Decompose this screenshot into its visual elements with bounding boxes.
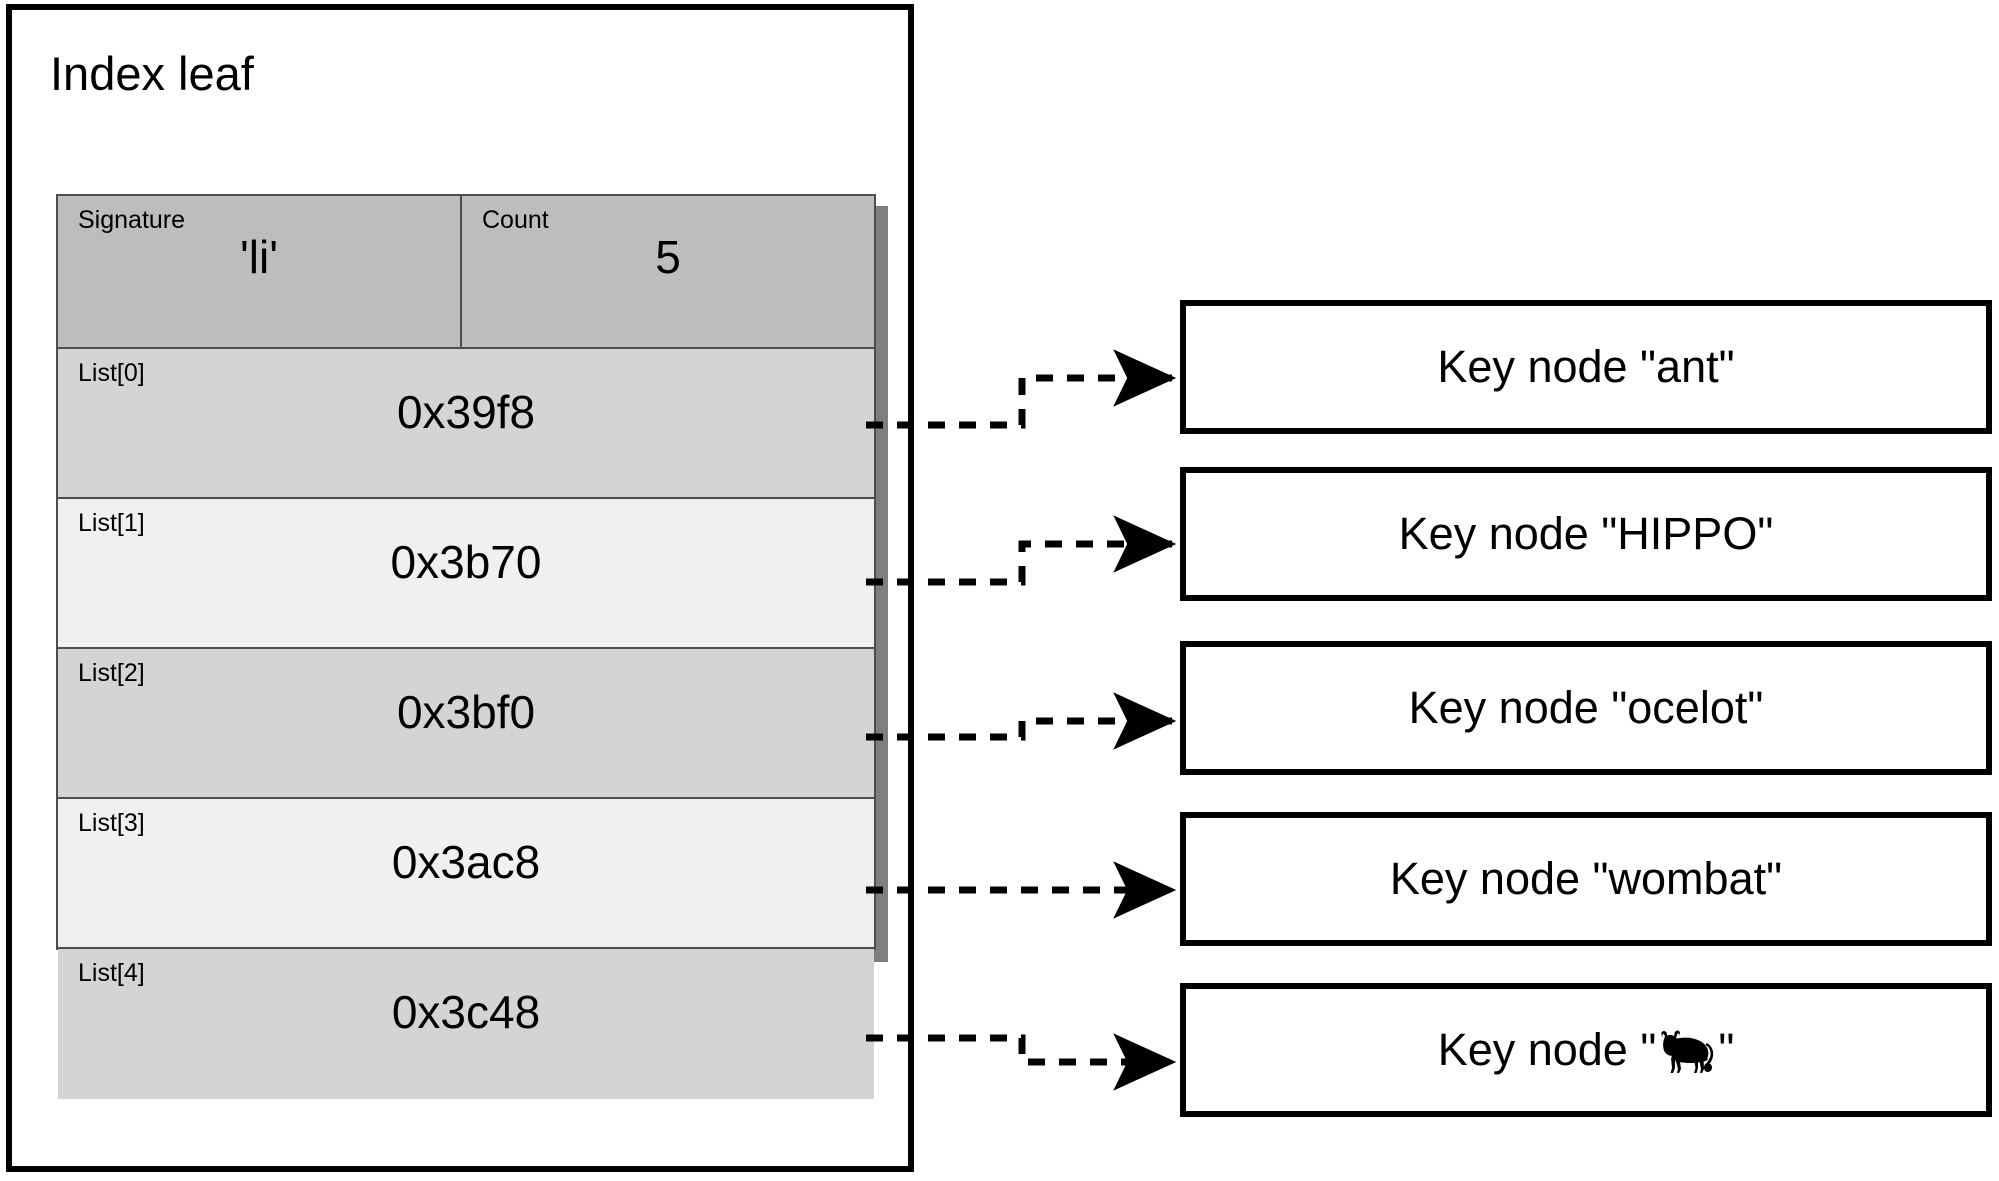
index-leaf-container: Index leaf Signature 'li' Count 5 List[0… <box>6 4 914 1172</box>
key-node-suffix: " <box>1747 682 1764 733</box>
key-node-suffix: " <box>1718 1024 1735 1075</box>
key-node-hippo-label: Key node "HIPPO" <box>1399 508 1774 560</box>
page-title: Index leaf <box>50 47 254 100</box>
key-node-key: wombat <box>1608 853 1767 904</box>
table-row-header: Signature 'li' Count 5 <box>58 196 874 349</box>
field-count-value: 5 <box>655 231 681 283</box>
key-node-ant[interactable]: Key node "ant" <box>1180 300 1992 434</box>
key-node-suffix: " <box>1757 508 1774 559</box>
key-node-prefix: Key node " <box>1408 682 1628 733</box>
key-node-key: ant <box>1656 341 1719 392</box>
table-row-list-3: List[3] 0x3ac8 <box>58 799 874 949</box>
key-node-prefix: Key node " <box>1437 1024 1657 1075</box>
list-0-label: List[0] <box>78 359 145 387</box>
key-node-prefix: Key node " <box>1398 508 1618 559</box>
key-node-key: HIPPO <box>1617 508 1758 559</box>
key-node-ant-label: Key node "ant" <box>1437 341 1734 393</box>
key-node-ocelot[interactable]: Key node "ocelot" <box>1180 641 1992 775</box>
key-node-prefix: Key node " <box>1437 341 1657 392</box>
key-node-suffix: " <box>1718 341 1735 392</box>
struct-table: Signature 'li' Count 5 List[0] 0x39f8 Li… <box>56 194 876 1099</box>
list-1-label: List[1] <box>78 509 145 537</box>
field-signature-label: Signature <box>78 206 186 234</box>
list-2-value: 0x3bf0 <box>396 686 536 738</box>
field-signature: Signature 'li' <box>58 196 462 347</box>
key-node-hippo[interactable]: Key node "HIPPO" <box>1180 467 1992 601</box>
list-4-value: 0x3c48 <box>391 986 541 1038</box>
key-node-wombat-label: Key node "wombat" <box>1390 853 1782 905</box>
key-node-prefix: Key node " <box>1389 853 1609 904</box>
key-node-key: ocelot <box>1627 682 1748 733</box>
list-3-label: List[3] <box>78 809 145 837</box>
key-node-suffix: " <box>1766 853 1783 904</box>
key-node-wombat[interactable]: Key node "wombat" <box>1180 812 1992 946</box>
ox-icon <box>1656 1027 1718 1073</box>
table-row-list-0: List[0] 0x39f8 <box>58 349 874 499</box>
key-node-ox[interactable]: Key node " <box>1180 983 1992 1117</box>
field-signature-value: 'li' <box>239 231 278 283</box>
list-2-label: List[2] <box>78 659 145 687</box>
field-count: Count 5 <box>462 196 874 347</box>
list-3-value: 0x3ac8 <box>391 836 541 888</box>
list-0-value: 0x39f8 <box>396 386 536 438</box>
key-node-ox-label: Key node " <box>1438 1024 1735 1076</box>
field-count-label: Count <box>482 206 549 234</box>
key-node-ocelot-label: Key node "ocelot" <box>1409 682 1764 734</box>
table-row-list-2: List[2] 0x3bf0 <box>58 649 874 799</box>
list-1-value: 0x3b70 <box>390 536 542 588</box>
table-row-list-4: List[4] 0x3c48 <box>58 949 874 1099</box>
table-row-list-1: List[1] 0x3b70 <box>58 499 874 649</box>
list-4-label: List[4] <box>78 959 145 987</box>
